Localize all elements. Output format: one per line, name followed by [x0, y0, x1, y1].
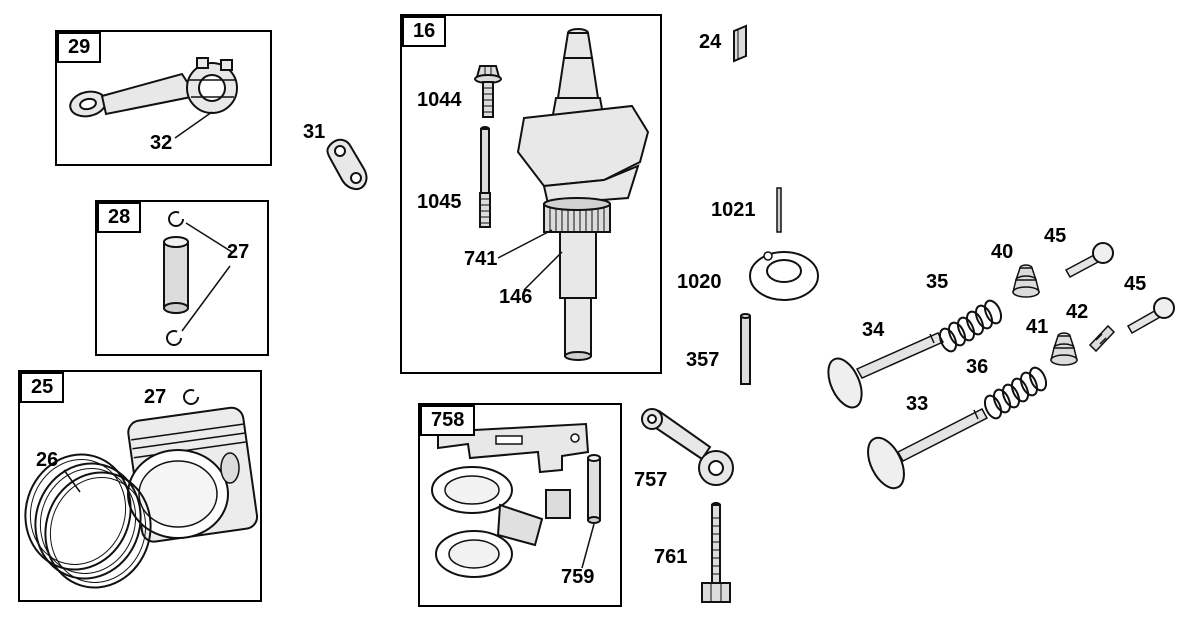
crank-bolt-drawing	[474, 65, 502, 118]
part-label-45-lower: 45	[1124, 273, 1147, 295]
part-label-757: 757	[634, 469, 668, 491]
stop-pin-drawing	[740, 313, 751, 385]
group-label-16: 16	[402, 16, 447, 47]
part-label-26: 26	[36, 449, 59, 471]
part-label-32: 32	[150, 132, 173, 154]
part-label-42: 42	[1066, 301, 1089, 323]
wrist-pin-drawing	[163, 211, 189, 346]
part-label-36: 36	[966, 356, 989, 378]
part-label-45-upper: 45	[1044, 225, 1067, 247]
collet-42-drawing	[1088, 324, 1116, 353]
group-box-25	[18, 370, 262, 602]
valve-cap-upper-drawing	[1064, 242, 1114, 279]
group-label-25: 25	[20, 372, 65, 403]
part-label-34: 34	[862, 319, 885, 341]
crankshaft-drawing	[516, 28, 650, 361]
governor-link-drawing	[641, 408, 734, 486]
part-label-759: 759	[561, 566, 595, 588]
group-label-28: 28	[97, 202, 142, 233]
part-label-1044: 1044	[417, 89, 462, 111]
governor-bolt-drawing	[701, 502, 731, 603]
retainer-clip-bottom	[166, 330, 182, 346]
part-label-31: 31	[303, 121, 326, 143]
part-label-357: 357	[686, 349, 720, 371]
group-box-16	[400, 14, 662, 374]
rod-link-drawing	[326, 138, 368, 191]
retainer-clip-top	[168, 211, 184, 227]
group-box-28	[95, 200, 269, 356]
key-drawing	[733, 24, 747, 63]
intake-spring-drawing	[938, 299, 1003, 353]
retainer-40-drawing	[1012, 264, 1040, 298]
part-label-761: 761	[654, 546, 688, 568]
rod-bolt-drawing	[220, 59, 233, 71]
gear-pin-drawing	[776, 187, 782, 233]
part-label-40: 40	[991, 241, 1014, 263]
connecting-rod-drawing	[69, 57, 238, 118]
valve-cap-lower-drawing	[1126, 297, 1175, 335]
part-label-41: 41	[1026, 316, 1049, 338]
slinger-pin-drawing	[587, 454, 601, 524]
washer-drawing	[749, 251, 819, 301]
group-box-29	[55, 30, 272, 166]
dowel-pin-drawing	[479, 126, 491, 228]
part-label-27-pin: 27	[227, 241, 250, 263]
part-label-35: 35	[926, 271, 949, 293]
group-box-758	[418, 403, 622, 607]
part-label-33: 33	[906, 393, 929, 415]
part-label-146: 146	[499, 286, 533, 308]
exhaust-valve-drawing	[867, 408, 989, 490]
part-label-1020: 1020	[677, 271, 722, 293]
part-label-24: 24	[699, 31, 722, 53]
slinger-drawing	[431, 422, 590, 578]
intake-valve-drawing	[827, 332, 945, 409]
leader-lines	[63, 111, 595, 569]
exhaust-spring-drawing	[983, 366, 1048, 420]
part-label-1045: 1045	[417, 191, 462, 213]
part-label-27-piston: 27	[144, 386, 167, 408]
piston-clip-drawing	[183, 389, 199, 405]
group-label-29: 29	[57, 32, 102, 63]
group-label-758: 758	[420, 405, 476, 436]
part-label-741: 741	[464, 248, 498, 270]
rod-bolt-drawing	[196, 57, 209, 69]
piston-drawing	[127, 406, 259, 543]
retainer-41-drawing	[1050, 332, 1078, 366]
ring-set-drawing	[24, 453, 152, 589]
part-label-1021: 1021	[711, 199, 756, 221]
